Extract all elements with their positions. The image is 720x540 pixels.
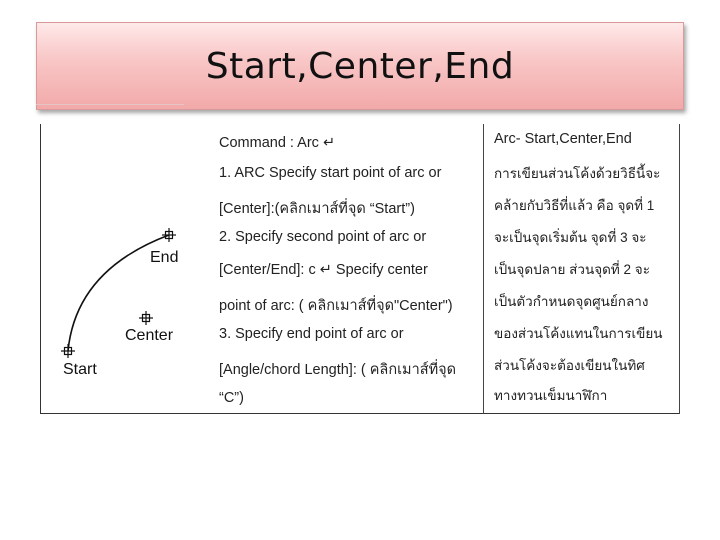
instruction-line-2: 1. ARC Specify start point of arc or (219, 165, 442, 181)
start-point-marker (61, 344, 75, 358)
description-line-6: ของส่วนโค้งแทนในการเขียน (494, 326, 663, 341)
instruction-line-9: “C”) (219, 390, 244, 406)
description-line-8: ทางทวนเข็มนาฬิกา (494, 388, 608, 403)
instruction-line-1: Command : Arc ↵ (219, 135, 336, 151)
instruction-line-8: [Angle/chord Length]: ( คลิกเมาส์ที่จุด (219, 362, 457, 378)
arc-diagram (61, 228, 176, 358)
description-heading: Arc- Start,Center,End (494, 131, 632, 147)
instruction-line-6: point of arc: ( คลิกเมาส์ที่จุด"Center") (219, 298, 453, 314)
instruction-line-7: 3. Specify end point of arc or (219, 326, 404, 342)
instruction-line-4: 2. Specify second point of arc or (219, 229, 427, 245)
center-point-marker (139, 311, 153, 325)
description-line-2: คล้ายกับวิธีที่แล้ว คือ จุดที่ 1 (494, 198, 655, 213)
slide-title: Start,Center,End (205, 45, 515, 87)
description-line-1: การเขียนส่วนโค้งด้วยวิธีนี้จะ (494, 166, 661, 181)
slide-title-banner: Start,Center,End (36, 22, 684, 110)
center-label: Center (125, 327, 174, 344)
instruction-line-5: [Center/End]: c ↵ Specify center (219, 262, 428, 278)
end-point-marker (162, 228, 176, 242)
description-line-4: เป็นจุดปลาย ส่วนจุดที่ 2 จะ (494, 262, 650, 277)
instruction-line-3: [Center]:(คลิกเมาส์ที่จุด “Start”) (219, 201, 415, 217)
description-line-3: จะเป็นจุดเริ่มต้น จุดที่ 3 จะ (494, 230, 647, 245)
end-label: End (150, 249, 179, 266)
figure-frame (40, 124, 680, 414)
description-line-7: ส่วนโค้งจะต้องเขียนในทิศ (494, 358, 645, 373)
start-label: Start (63, 361, 97, 378)
column-divider (483, 124, 484, 414)
description-line-5: เป็นตัวกำหนดจุดศูนย์กลาง (494, 294, 649, 309)
arc-curve (67, 234, 170, 352)
title-underline (36, 104, 184, 105)
figure-right-border (679, 124, 680, 414)
